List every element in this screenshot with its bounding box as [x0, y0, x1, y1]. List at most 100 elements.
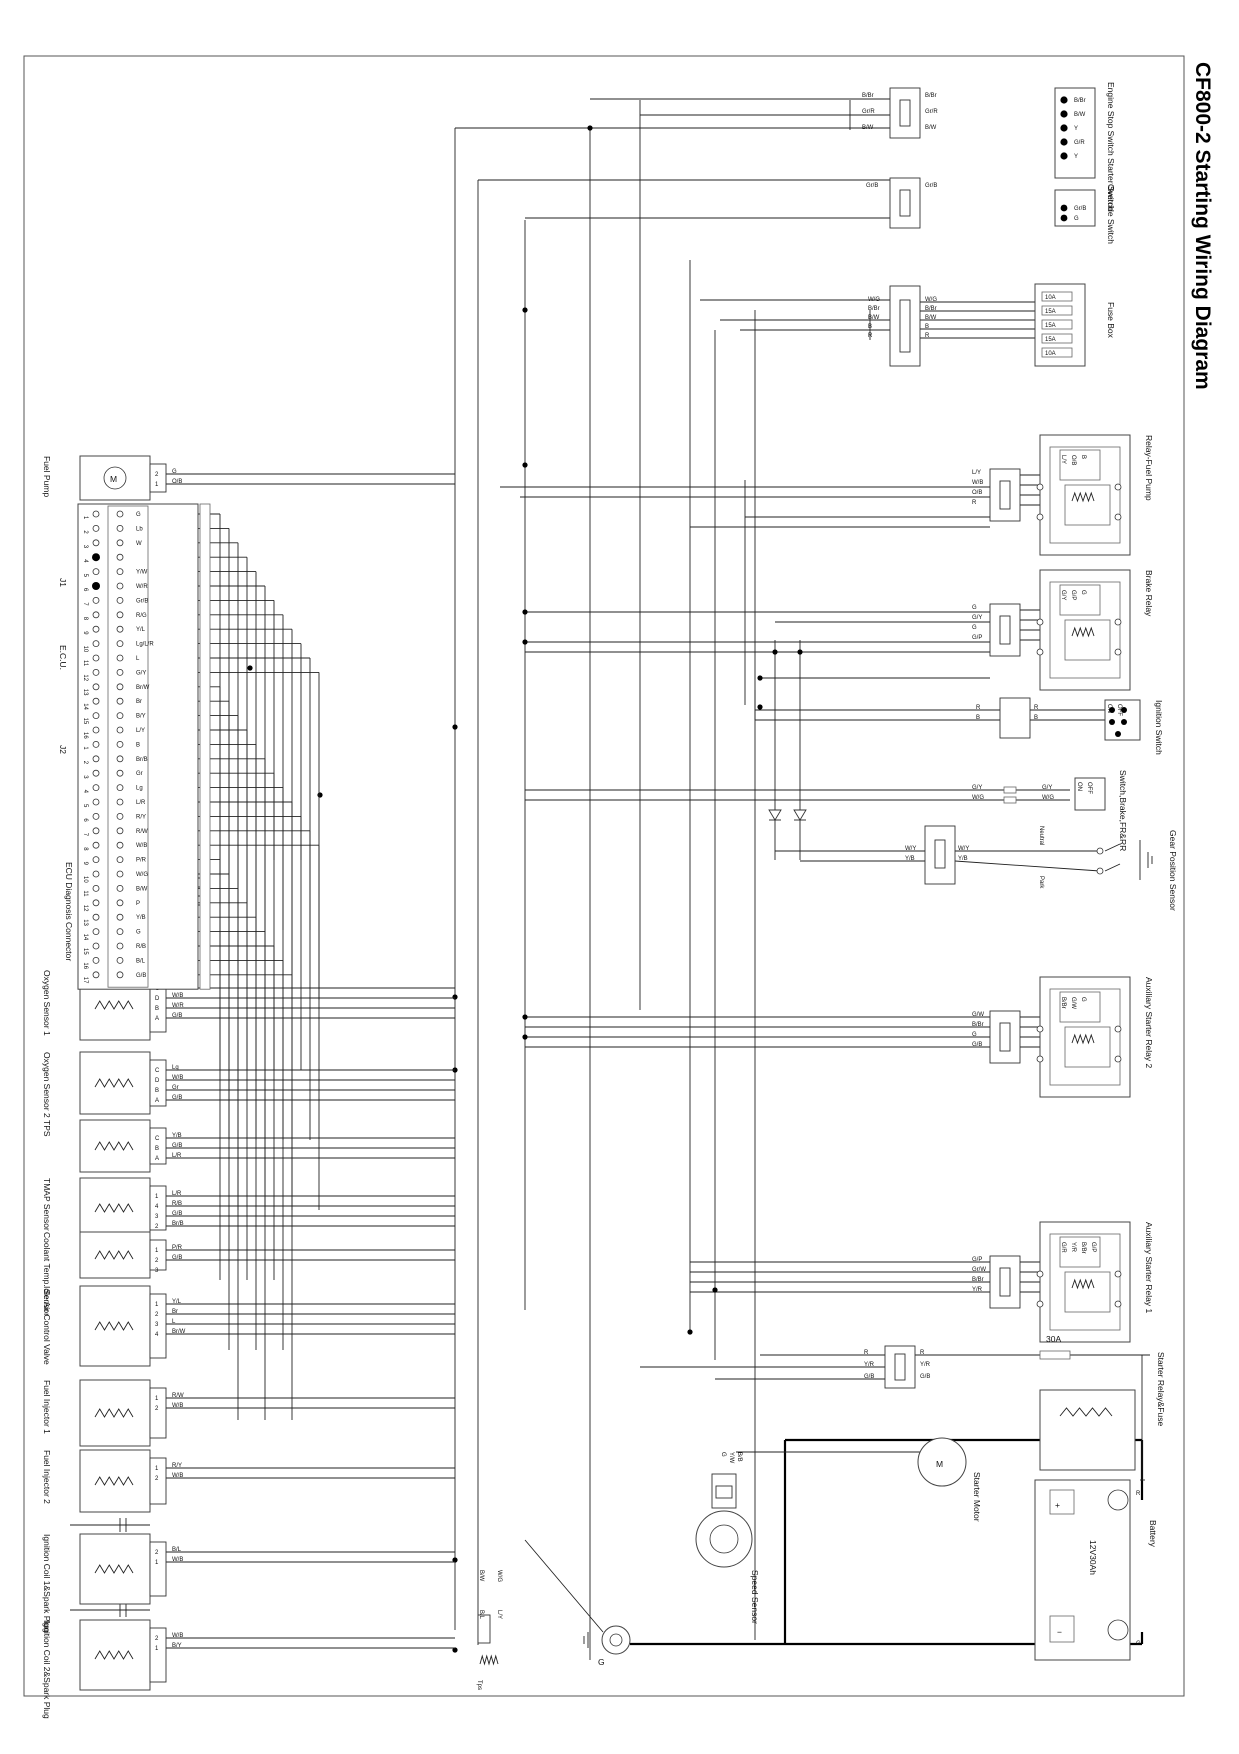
ecu-pin-terminal — [116, 813, 124, 820]
brake-relay-terminal — [1036, 618, 1044, 626]
auxiliary-starter-relay-2-terminal — [1114, 1025, 1122, 1033]
ecu-pin-terminal — [116, 769, 124, 777]
battery-plus-box — [1049, 1489, 1075, 1515]
ecu-pin-terminal — [92, 669, 100, 676]
ecu-pin-terminal — [116, 784, 124, 791]
idle-air-control-valve-wire-label: Br — [172, 1309, 178, 1315]
tmap-sensor-connector — [149, 1185, 167, 1231]
idle-air-control-valve-pin-label: 2 — [155, 1312, 159, 1318]
brake-relay-pin-label: G/Y — [1060, 590, 1066, 600]
ignition-coil-2-spark-plug-body — [79, 1619, 151, 1691]
fuel-pump-motor — [103, 466, 127, 490]
override-switch-contact-dot — [1060, 204, 1068, 212]
ecu-pin-terminal — [116, 697, 124, 705]
starter-relay-fuse-fuse-rating: 30A — [1046, 1334, 1061, 1344]
ecu-pin-number: 9 — [82, 631, 88, 635]
fuel-injector-2-name: Fuel Injector 2 — [42, 1450, 52, 1504]
override-switch-connector-key — [899, 189, 911, 217]
ecu-pin-terminal — [116, 553, 124, 561]
auxiliary-starter-relay-2-wire-label: G — [972, 1032, 977, 1038]
oxygen-sensor-1-wire-label: G/B — [172, 1013, 182, 1019]
ecu-pin-terminal — [92, 683, 100, 691]
fuse-box-fuse — [1041, 291, 1073, 302]
ecu-wire-label: G/Y — [136, 670, 146, 676]
battery-terminal-label: R — [1136, 1491, 1141, 1497]
oxygen-sensor-2-coil-icon — [94, 1078, 134, 1088]
fuel-injector-2-coil-icon — [94, 1476, 134, 1486]
auxiliary-starter-relay-2-contact — [1064, 1026, 1111, 1068]
ecu-pin-terminal — [116, 870, 124, 878]
auxiliary-starter-relay-2-wire-label: G/B — [972, 1042, 982, 1048]
brake-switch-state-label: OFF — [1086, 782, 1092, 794]
ecu-pin-number: 5 — [82, 804, 88, 808]
engine-stop-starter-switch-wire-label: B/W — [862, 125, 874, 131]
fuse-box-fuse — [1041, 347, 1073, 358]
battery-minus-sign: − — [1057, 1627, 1062, 1637]
ecu-pin-terminal — [92, 971, 100, 979]
auxiliary-starter-relay-1-pin-map — [1059, 1236, 1101, 1268]
sheet-frame — [23, 55, 1185, 1697]
ecu-pin-number: 8 — [82, 617, 88, 621]
coolant-temp-sensor-wire-label: P/R — [172, 1245, 183, 1251]
ecu-pin-number: 13 — [82, 919, 88, 926]
brake-relay-terminal — [1036, 648, 1044, 656]
brake-relay-terminal — [1114, 618, 1122, 626]
ecu-pin-terminal — [116, 885, 124, 892]
ecu-pin-terminal — [92, 957, 100, 964]
engine-stop-starter-switch-connector-key — [899, 99, 911, 127]
tps-coil-icon — [94, 1141, 134, 1151]
diagram-title: CF800-2 Starting Wiring Diagram — [1191, 62, 1214, 390]
ecu-pin-terminal — [116, 928, 124, 935]
gear-position-sensor-switch-arm — [1104, 843, 1121, 852]
ecu-pin-number: 16 — [82, 732, 88, 739]
idle-air-control-valve-wire-label: L — [172, 1319, 176, 1325]
ecu-pin-number: 6 — [82, 818, 88, 822]
ecu-pin-number: 8 — [82, 847, 88, 851]
auxiliary-starter-relay-2-wire-label: B/Br — [972, 1022, 984, 1028]
speed-sensor-wire-label: B/B — [736, 1452, 742, 1462]
fuse-box-connector-key — [899, 299, 911, 353]
ignition-switch-wire-label: R — [1034, 705, 1039, 711]
brake-switch-wire-label: W/G — [1042, 795, 1054, 801]
ecu-pin-number: 17 — [82, 977, 88, 984]
junction-dot — [522, 462, 528, 468]
ecu-wire-label: L — [136, 656, 140, 662]
auxiliary-starter-relay-2-wire-label: G/W — [972, 1012, 984, 1018]
tps-pin-label: C — [155, 1136, 160, 1142]
battery-name: Battery — [1148, 1520, 1158, 1548]
ecu-pin-filled — [92, 582, 100, 590]
junction-dot — [452, 724, 458, 730]
ecu-wire-label: Br/W — [136, 685, 150, 691]
fuse-box-wire-label: W/G — [868, 297, 880, 303]
gear-position-sensor-position-label: Neutral — [1038, 826, 1044, 845]
auxiliary-starter-relay-2-coil-icon — [1071, 1033, 1095, 1045]
ignition-coil-2-spark-plug-wire-label: W/B — [172, 1633, 183, 1639]
engine-stop-starter-switch-wire-label: B/Br — [925, 93, 937, 99]
ecu-pin-terminal — [116, 525, 124, 532]
junction-dot — [522, 307, 528, 313]
fuel-pump-pin-label: 2 — [155, 472, 159, 478]
ecu-pin-terminal — [116, 510, 124, 518]
ecu-harness-clip — [199, 503, 211, 990]
ecu-pin-terminal — [116, 741, 124, 748]
speed-sensor-connector-key — [715, 1485, 733, 1499]
ignition-switch-contact-dot — [1121, 707, 1127, 713]
fuel-injector-1-connector — [149, 1387, 167, 1439]
override-switch-wire-label: Gr/B — [866, 183, 878, 189]
battery-positive-terminal — [1107, 1489, 1129, 1511]
brake-relay-pin-label: G/P — [1070, 590, 1076, 600]
ecu-pin-terminal — [116, 798, 124, 806]
auxiliary-starter-relay-1-wire-label: B/Br — [972, 1277, 984, 1283]
oxygen-sensor-2-wire-label: Gr — [172, 1085, 179, 1091]
fuse-box-wire-label: R — [925, 333, 930, 339]
tmap-sensor-wire-label: L/R — [172, 1191, 182, 1197]
ignition-coil-1-spark-plug-pin-label: 1 — [155, 1560, 159, 1566]
fuel-injector-2-wire-label: R/Y — [172, 1463, 182, 1469]
junction-dot — [452, 994, 458, 1000]
ecu-pin-terminal — [116, 957, 124, 964]
engine-stop-starter-switch-pin-label: Y — [1074, 154, 1078, 160]
